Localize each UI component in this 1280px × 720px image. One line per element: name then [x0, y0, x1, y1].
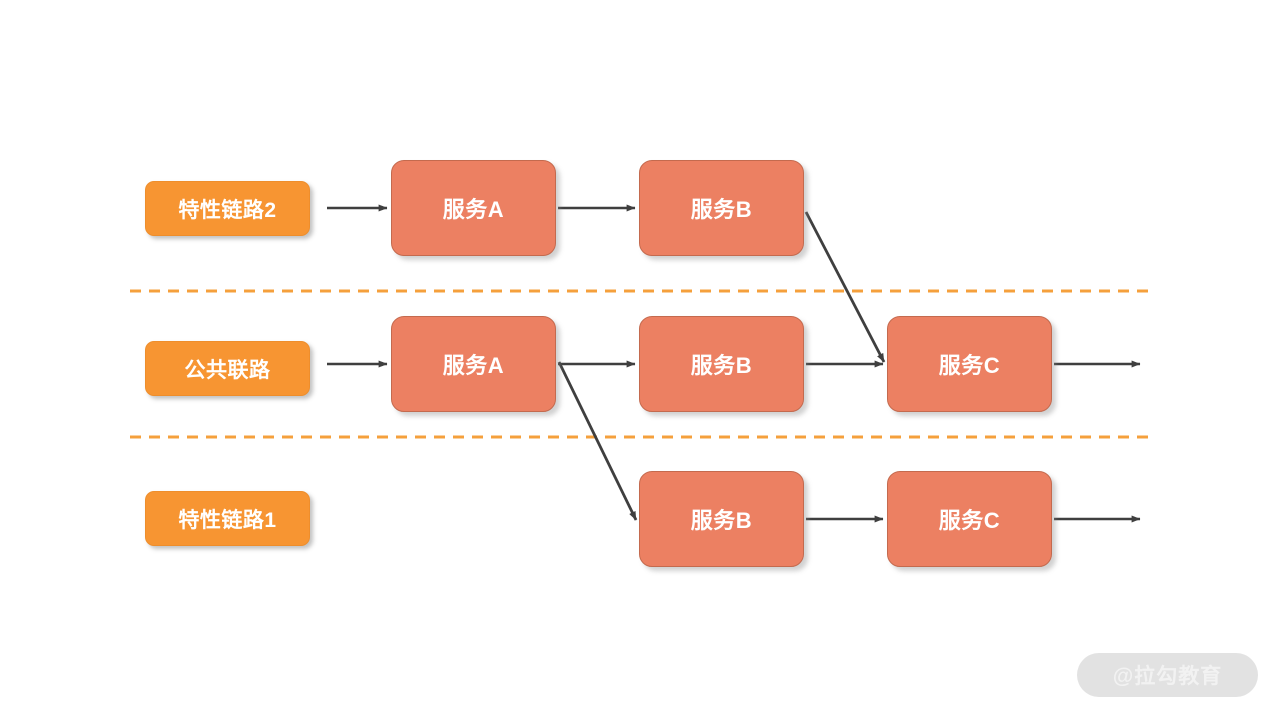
service-b-top[interactable]: 服务B — [639, 160, 804, 256]
service-b-mid-text: 服务B — [690, 353, 753, 378]
service-b-bottom[interactable]: 服务B — [639, 471, 804, 567]
common-link-label[interactable]: 公共联路 — [145, 341, 310, 396]
feature-link-1-label[interactable]: 特性链路1 — [145, 491, 310, 546]
service-b-top-text: 服务B — [690, 197, 753, 222]
feature-link-1-label-text: 特性链路1 — [178, 508, 277, 532]
feature-link-2-label-text: 特性链路2 — [178, 198, 277, 222]
service-a-top[interactable]: 服务A — [391, 160, 556, 256]
service-a-top-text: 服务A — [442, 197, 505, 222]
feature-link-2-label[interactable]: 特性链路2 — [145, 181, 310, 236]
arrow-servicea-mid-to-serviceb-bottom — [557, 361, 638, 521]
service-c-mid-text: 服务C — [938, 353, 1001, 378]
arrow-serviceb-top-to-servicec-mid — [804, 211, 886, 363]
common-link-label-text: 公共联路 — [184, 358, 271, 382]
service-b-mid[interactable]: 服务B — [639, 316, 804, 412]
service-b-bottom-text: 服务B — [690, 508, 753, 533]
service-c-bottom[interactable]: 服务C — [887, 471, 1052, 567]
service-c-mid[interactable]: 服务C — [887, 316, 1052, 412]
service-a-mid[interactable]: 服务A — [391, 316, 556, 412]
service-c-bottom-text: 服务C — [938, 508, 1001, 533]
service-a-mid-text: 服务A — [442, 353, 505, 378]
watermark: @拉勾教育 — [1077, 653, 1258, 697]
watermark-text: @拉勾教育 — [1112, 665, 1223, 688]
